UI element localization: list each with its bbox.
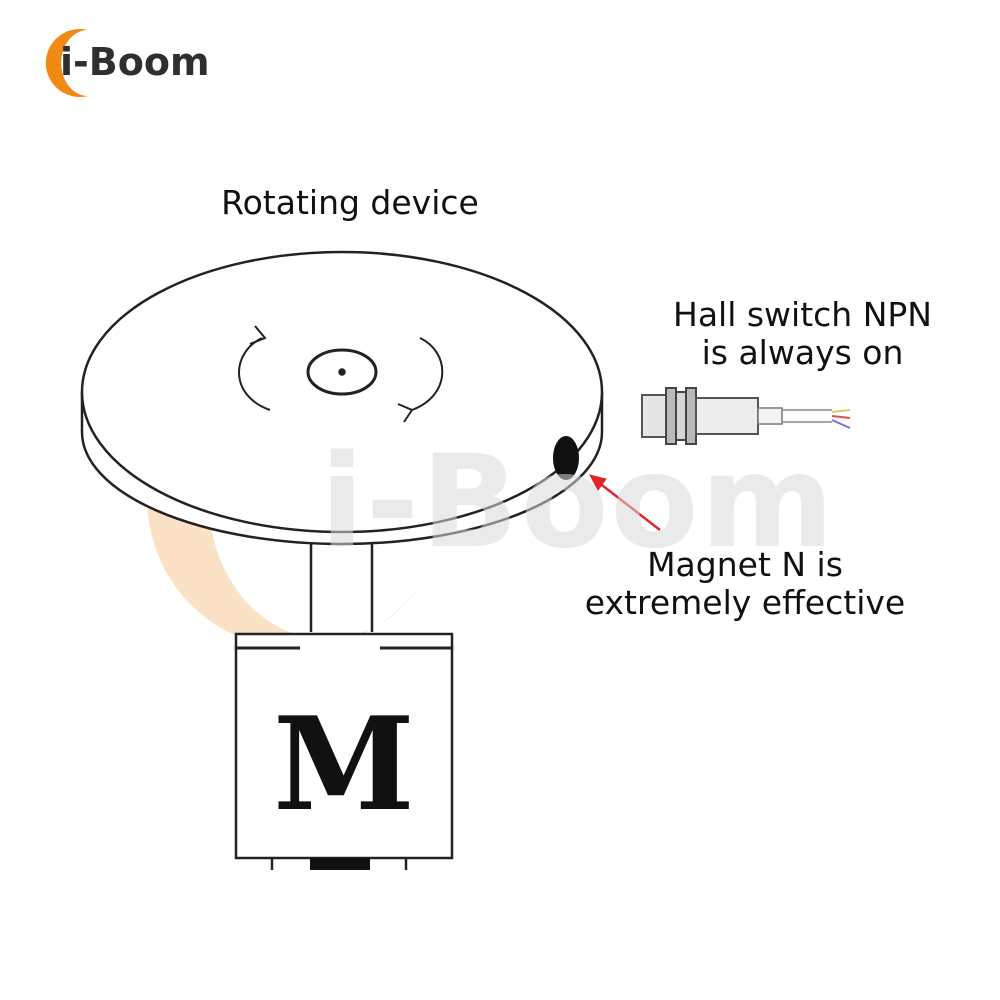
- magnet-label-line2: extremely effective: [584, 583, 906, 622]
- magnet-icon: [553, 436, 579, 480]
- watermark-text: i-Boom: [320, 428, 836, 577]
- magnet-pointer-arrow: [589, 474, 661, 531]
- logo-text: i-Boom: [60, 40, 210, 84]
- rotation-arrows-icon: [238, 325, 444, 423]
- hall-switch-label-line1: Hall switch NPN: [673, 295, 932, 334]
- motor-body: [234, 632, 454, 870]
- motor-shaft: [309, 540, 374, 632]
- logo-mark-icon: [45, 29, 88, 97]
- rotating-device-label: Rotating device: [221, 183, 479, 222]
- rotating-disc: [80, 250, 604, 546]
- hall-switch-label-line2: is always on: [701, 333, 904, 372]
- magnet-label-line1: Magnet N is: [647, 545, 843, 584]
- motor-label: M: [273, 690, 415, 840]
- hall-sensor-icon: [641, 387, 851, 445]
